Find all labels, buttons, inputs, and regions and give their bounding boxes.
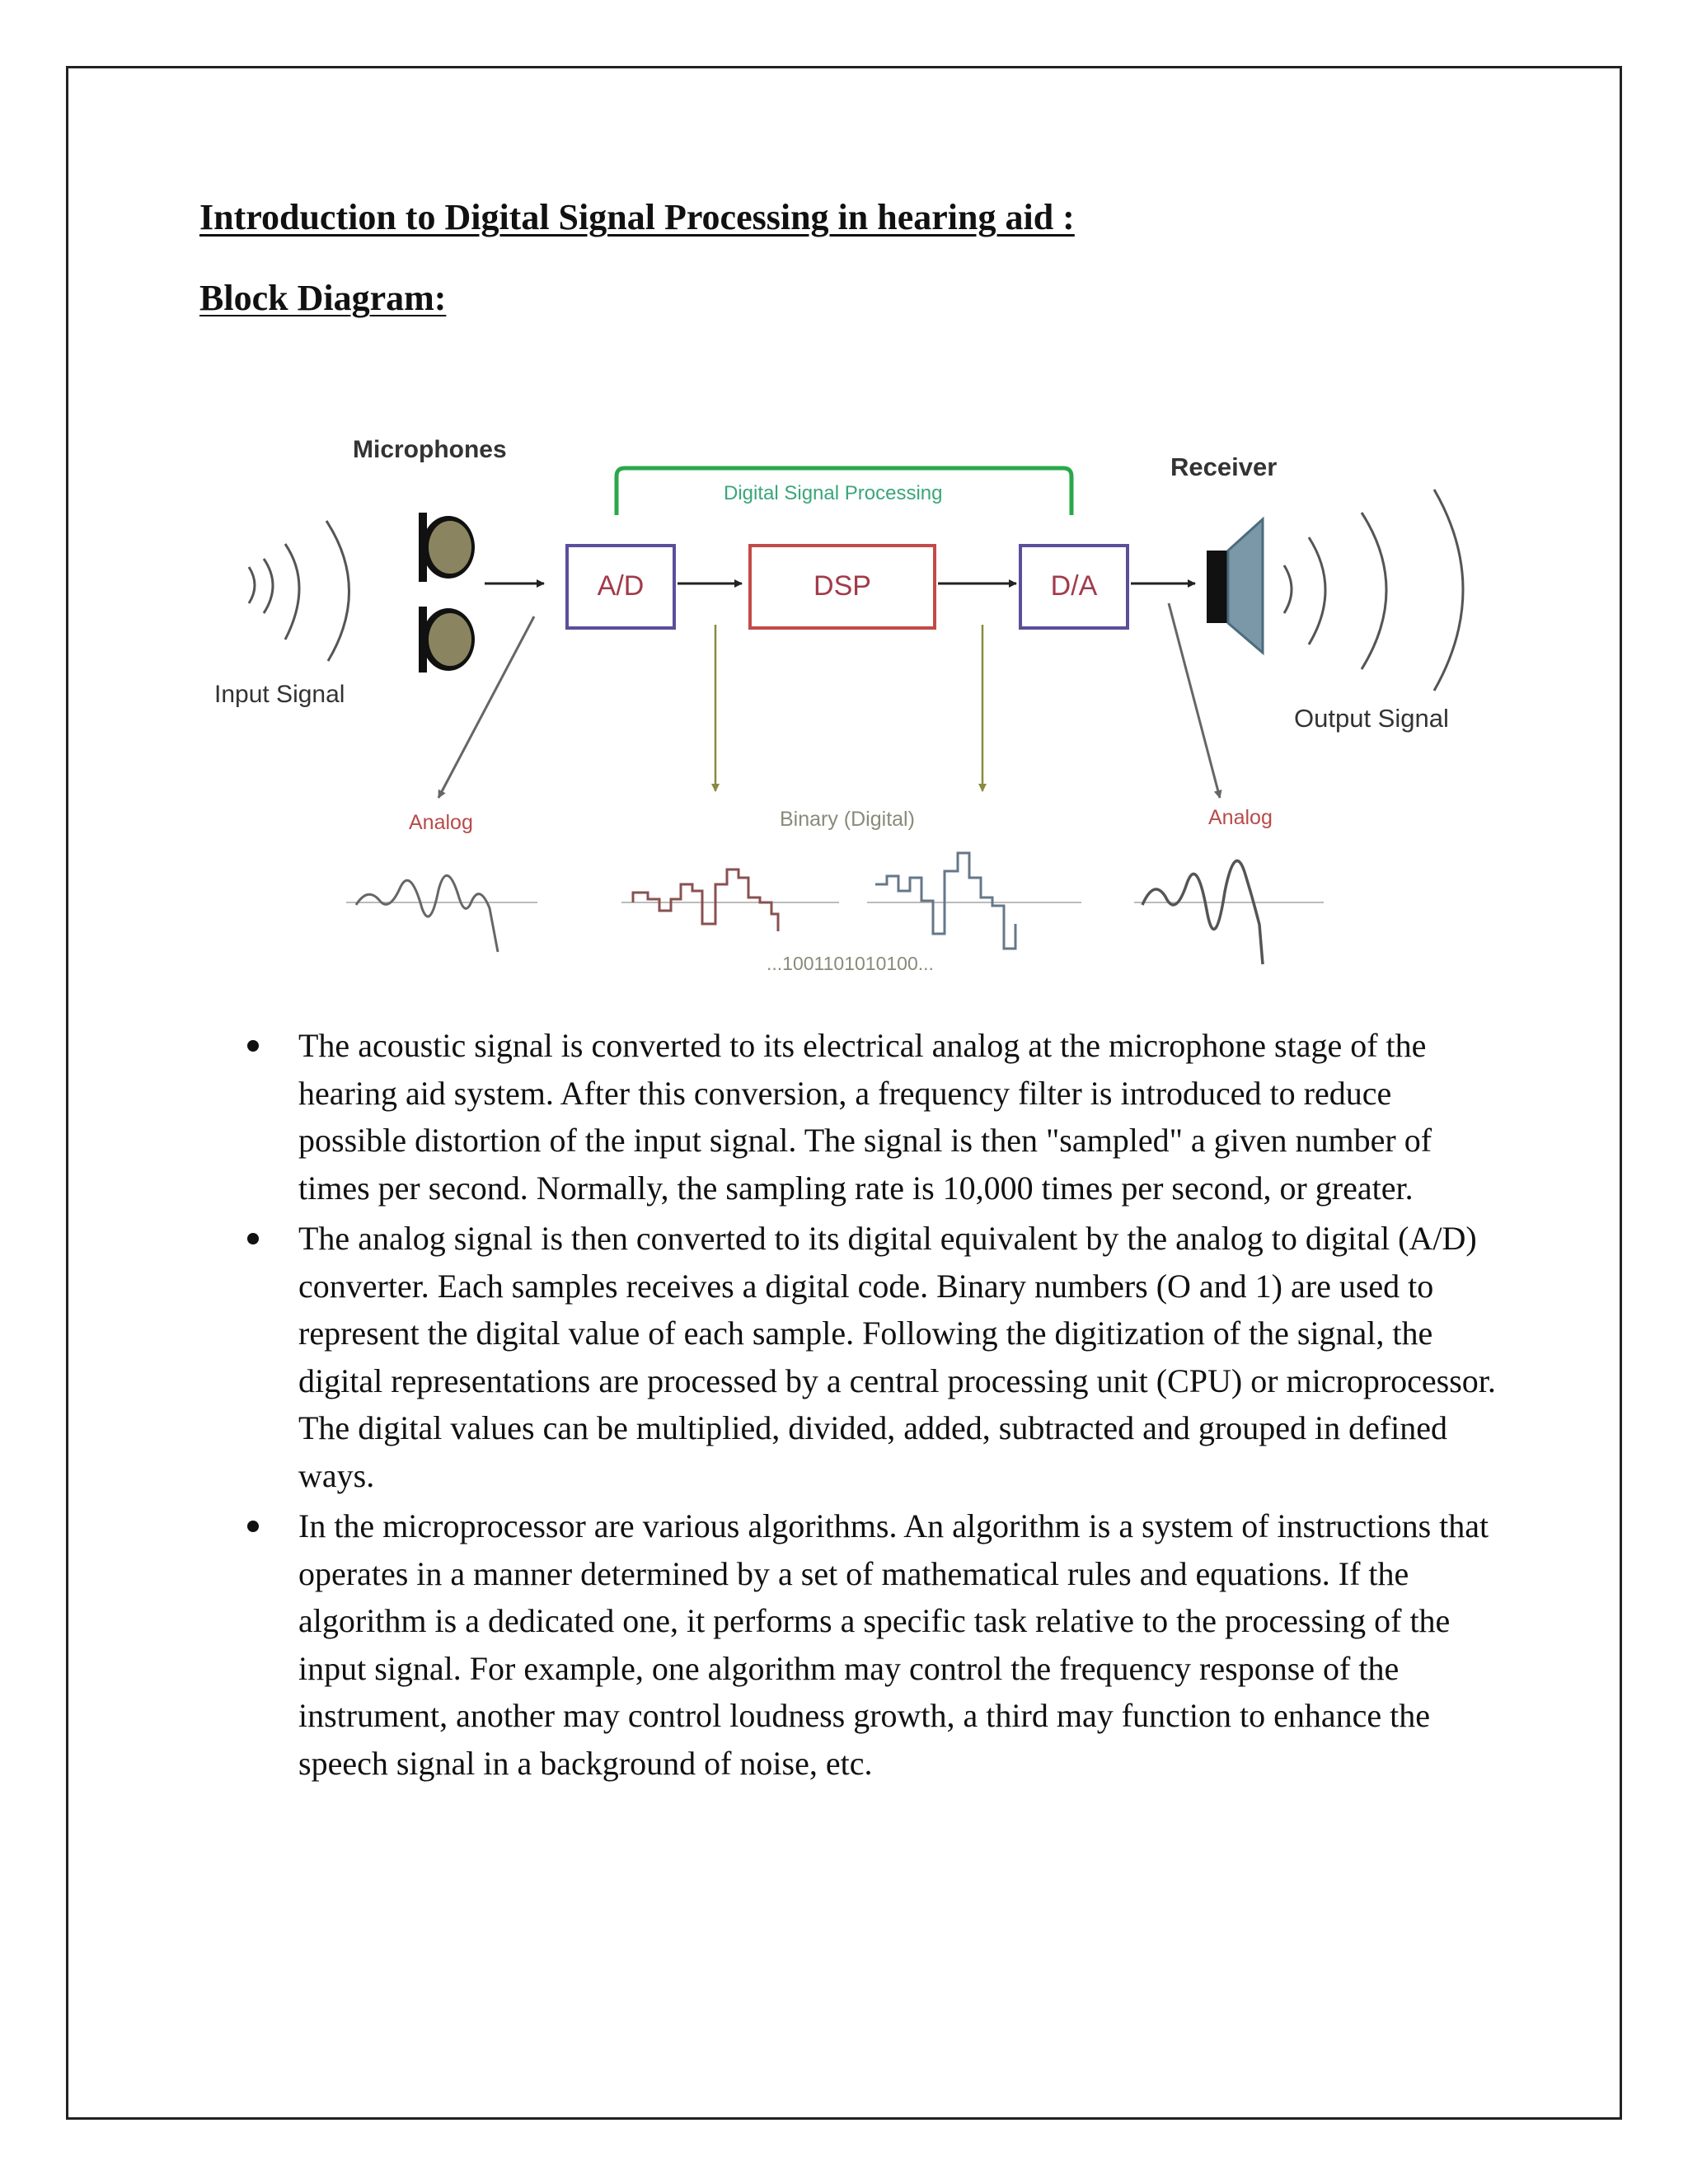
binary-waveform-left [633, 869, 778, 931]
section-heading: Block Diagram: [199, 277, 446, 319]
bullet-text: In the microprocessor are various algori… [298, 1507, 1489, 1782]
bullet-icon [247, 1233, 259, 1244]
binary-waveform-right [875, 853, 1015, 949]
arrow-to-analog-right [1169, 603, 1220, 798]
output-wave-icon [1284, 490, 1463, 691]
bullet-text: The acoustic signal is converted to its … [298, 1027, 1432, 1207]
bullet-icon [247, 1521, 259, 1532]
binary-code-label: ...1001101010100... [767, 953, 934, 974]
receiver-label: Receiver [1170, 452, 1277, 481]
binary-label: Binary (Digital) [780, 808, 915, 831]
da-label: D/A [1051, 570, 1098, 602]
output-signal-label: Output Signal [1294, 704, 1449, 733]
input-wave-icon [249, 521, 349, 661]
ad-label: A/D [598, 570, 645, 602]
microphones-label: Microphones [353, 436, 507, 463]
microphone-icon [419, 607, 475, 673]
page-title: Introduction to Digital Signal Processin… [199, 196, 1075, 238]
list-item: In the microprocessor are various algori… [247, 1502, 1500, 1787]
bullet-icon [247, 1040, 259, 1052]
analog-label-left: Analog [409, 811, 473, 834]
dsp-label: DSP [814, 570, 871, 602]
list-item: The analog signal is then converted to i… [247, 1215, 1500, 1499]
analog-waveform-left [356, 875, 498, 952]
block-diagram: Microphones Receiver Digital Signal Proc… [198, 420, 1517, 989]
dsp-bracket-label: Digital Signal Processing [724, 482, 942, 504]
receiver-speaker-icon [1207, 519, 1263, 653]
microphone-icon [419, 513, 475, 582]
bullet-list: The acoustic signal is converted to its … [247, 1022, 1500, 1790]
analog-waveform-right [1142, 861, 1263, 965]
bullet-text: The analog signal is then converted to i… [298, 1220, 1496, 1494]
input-signal-label: Input Signal [214, 681, 345, 708]
analog-label-right: Analog [1208, 806, 1273, 829]
list-item: The acoustic signal is converted to its … [247, 1022, 1500, 1212]
